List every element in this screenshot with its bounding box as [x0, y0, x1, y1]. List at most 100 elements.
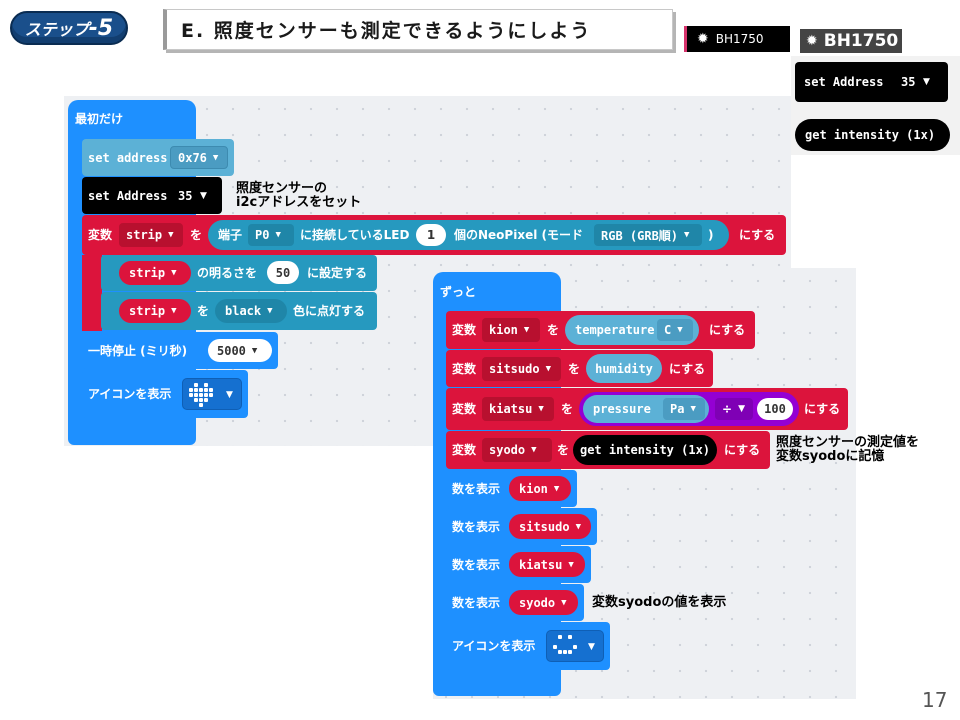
show-syodo-var[interactable]: syodo▼ — [509, 590, 578, 615]
note-display-syodo: 変数syodoの値を表示 — [592, 595, 727, 610]
chevron-down-icon: ▼ — [267, 306, 273, 316]
show-number-kiatsu-block[interactable]: 数を表示 kiatsu▼ — [446, 546, 591, 583]
show-number-sitsudo-block[interactable]: 数を表示 sitsudo▼ — [446, 508, 597, 545]
chevron-down-icon: ▼ — [684, 230, 690, 240]
mode-dropdown[interactable]: RGB (GRB順)▼ — [594, 224, 702, 246]
var-kion-dropdown[interactable]: kion▼ — [482, 318, 540, 342]
temperature-unit-dropdown[interactable]: C▼ — [657, 319, 693, 341]
brightness-suffix-label: に設定する — [307, 266, 368, 280]
var-strip-dropdown[interactable]: strip▼ — [119, 223, 183, 247]
palette-set-address-block[interactable]: set Address 35 ▼ — [795, 62, 948, 102]
neopixel-mode-label: 個のNeoPixel (モード — [454, 228, 583, 242]
bh1750-set-address-label: set Address — [88, 189, 168, 203]
humidity-block[interactable]: humidity — [586, 354, 662, 383]
var-kiatsu-dropdown[interactable]: kiatsu▼ — [482, 397, 554, 421]
chevron-down-icon: ▼ — [171, 306, 177, 316]
pin-dropdown[interactable]: P0▼ — [248, 224, 294, 246]
chevron-down-icon: ▼ — [588, 642, 595, 652]
step-badge-number: -5 — [88, 15, 114, 41]
color-dropdown[interactable]: black▼ — [215, 299, 287, 323]
chevron-down-icon: ▼ — [545, 364, 551, 374]
brightness-strip-dropdown[interactable]: strip▼ — [119, 261, 191, 285]
show-kiatsu-var[interactable]: kiatsu▼ — [509, 552, 585, 577]
ext-tab-bh1750-small-label: BH1750 — [715, 32, 764, 46]
chevron-down-icon: ▼ — [738, 404, 745, 414]
set-address-dropdown[interactable]: 0x76▼ — [170, 146, 228, 169]
show-number-label: 数を表示 — [452, 520, 501, 534]
var-syodo-dropdown[interactable]: syodo▼ — [482, 438, 552, 462]
neopixel-create-block[interactable]: 端子 P0▼ に接続しているLED 1 個のNeoPixel (モード RGB … — [208, 220, 729, 250]
temperature-block[interactable]: temperature C▼ — [565, 315, 699, 345]
page-title-box: E. 照度センサーも測定できるようにしよう — [163, 9, 673, 50]
chevron-down-icon: ▼ — [561, 597, 567, 608]
var-strip-set-block[interactable]: 変数 strip▼ を 端子 P0▼ に接続しているLED 1 個のNeoPix… — [82, 215, 786, 255]
brightness-value-input[interactable]: 50 — [267, 261, 299, 284]
chevron-down-icon: ▼ — [677, 325, 683, 335]
pressure-block[interactable]: pressure Pa▼ — [583, 395, 709, 423]
palette-get-intensity-block[interactable]: get intensity (1x) — [795, 119, 950, 151]
color-wo-label: を — [197, 304, 210, 318]
wo-label: を — [561, 402, 574, 416]
palette-set-address-label: set Address — [804, 75, 884, 89]
ni-suru-label: にする — [669, 362, 706, 376]
pause-block[interactable]: 一時停止 (ミリ秒) 5000▼ — [82, 332, 278, 369]
icon-picker[interactable]: ▼ — [546, 630, 604, 662]
var-kion-set-block[interactable]: 変数 kion▼ を temperature C▼ にする — [446, 311, 755, 349]
palette-get-intensity-label: get intensity (1x) — [805, 128, 936, 142]
show-number-syodo-block[interactable]: 数を表示 syodo▼ — [446, 584, 584, 621]
close-paren-label: ) — [708, 228, 714, 242]
divide-operator-dropdown[interactable]: ÷▼ — [715, 398, 753, 420]
wo-label: を — [568, 362, 581, 376]
show-sitsudo-var[interactable]: sitsudo▼ — [509, 514, 591, 539]
ni-suru-label: にする — [709, 323, 746, 337]
show-icon-block-start[interactable]: アイコンを表示 ▼ — [82, 370, 248, 418]
ext-tab-bh1750-large[interactable]: ✹ BH1750 — [800, 29, 902, 53]
show-icon-block-forever[interactable]: アイコンを表示 ▼ — [446, 622, 610, 670]
pause-value-dropdown[interactable]: 5000▼ — [208, 339, 272, 362]
neopixel-mid-label: に接続しているLED — [300, 228, 410, 242]
var-sitsudo-dropdown[interactable]: sitsudo▼ — [482, 357, 561, 381]
show-number-kion-block[interactable]: 数を表示 kion▼ — [446, 470, 577, 507]
var-label: 変数 — [452, 323, 477, 337]
led-count-input[interactable]: 1 — [416, 224, 446, 246]
var-label: 変数 — [88, 228, 113, 242]
chevron-down-icon: ▼ — [690, 404, 696, 414]
color-suffix-label: 色に点灯する — [293, 304, 366, 318]
show-number-label: 数を表示 — [452, 558, 501, 572]
set-address-label: set address — [88, 151, 168, 165]
var-kiatsu-set-block[interactable]: 変数 kiatsu▼ を pressure Pa▼ ÷▼ 100 にする — [446, 388, 848, 430]
var-syodo-set-block[interactable]: 変数 syodo▼ を get intensity (1x) にする — [446, 431, 770, 469]
note-syodo-line1: 照度センサーの測定値を — [776, 435, 920, 450]
heart-icon — [189, 383, 213, 407]
get-intensity-block[interactable]: get intensity (1x) — [573, 435, 717, 465]
neopixel-c-spine — [82, 255, 102, 331]
var-label: 変数 — [452, 362, 477, 376]
color-strip-dropdown[interactable]: strip▼ — [119, 299, 191, 323]
palette-set-address-value[interactable]: 35 — [901, 75, 916, 89]
chevron-down-icon: ▼ — [275, 230, 281, 240]
pressure-unit-dropdown[interactable]: Pa▼ — [663, 398, 705, 420]
wo-label: を — [190, 228, 203, 242]
icon-picker[interactable]: ▼ — [182, 378, 242, 410]
show-number-label: 数を表示 — [452, 482, 501, 496]
chevron-down-icon: ▼ — [575, 521, 581, 532]
show-icon-label: アイコンを表示 — [88, 387, 172, 401]
chevron-down-icon[interactable]: ▼ — [923, 77, 930, 87]
show-kion-var[interactable]: kion▼ — [509, 476, 571, 501]
bh1750-set-address-block[interactable]: set Address 35 ▼ — [82, 177, 222, 214]
chevron-down-icon: ▼ — [531, 445, 537, 455]
divide-value-input[interactable]: 100 — [757, 398, 793, 420]
strip-color-block[interactable]: strip▼ を black▼ 色に点灯する — [101, 292, 377, 330]
bh1750-set-address-value[interactable]: 35 — [178, 189, 193, 203]
chevron-down-icon: ▼ — [553, 483, 560, 494]
strip-brightness-block[interactable]: strip▼ の明るさを 50 に設定する — [101, 255, 377, 291]
ext-tab-bh1750-small[interactable]: ✹ BH1750 — [684, 26, 790, 52]
page-number: 17 — [922, 688, 948, 712]
pin-prefix-label: 端子 — [218, 228, 243, 242]
var-sitsudo-set-block[interactable]: 変数 sitsudo▼ を humidity にする — [446, 350, 713, 387]
divide-block[interactable]: pressure Pa▼ ÷▼ 100 — [579, 392, 799, 426]
chevron-down-icon[interactable]: ▼ — [200, 191, 207, 201]
smiley-icon — [553, 635, 577, 659]
set-address-block[interactable]: set address 0x76▼ — [82, 139, 234, 176]
show-icon-label: アイコンを表示 — [452, 639, 536, 653]
